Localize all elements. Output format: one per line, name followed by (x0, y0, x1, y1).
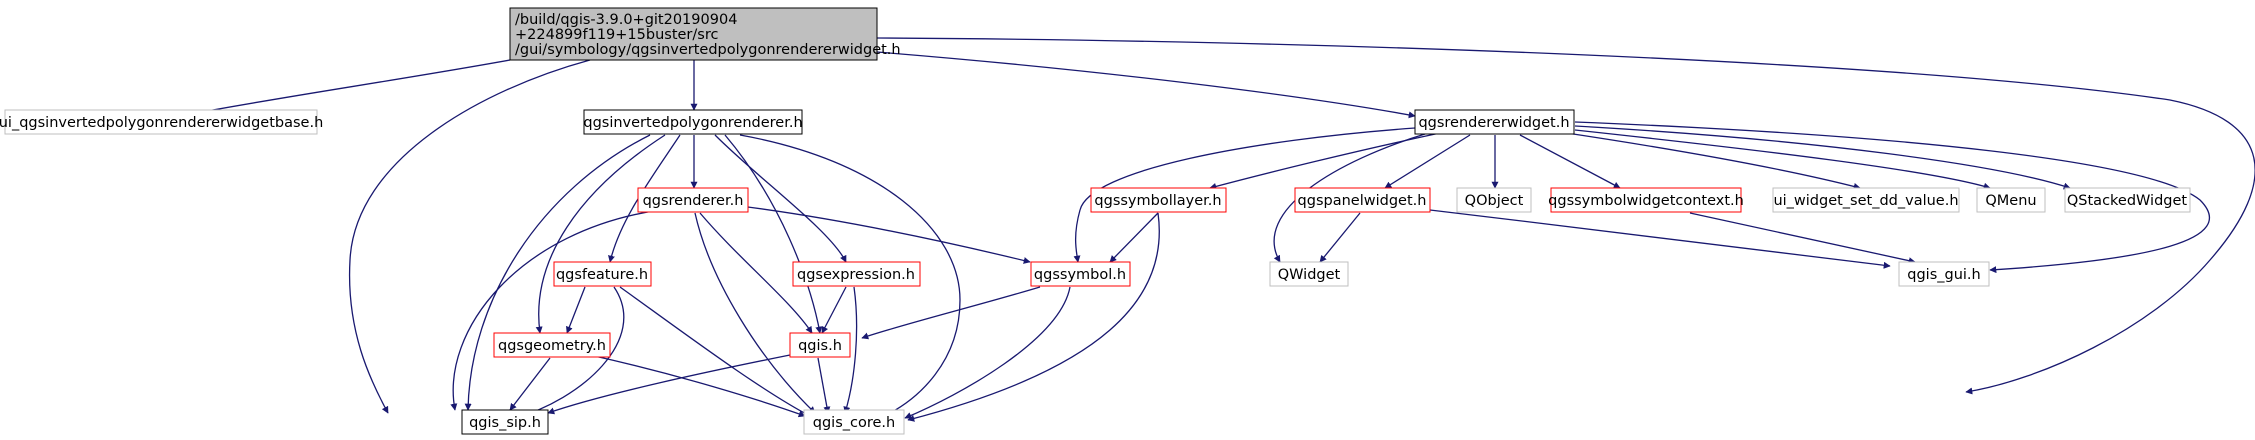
node-ui-widget-set-dd-value-label: ui_widget_set_dd_value.h (1773, 193, 1958, 209)
node-qgspanelwidget[interactable]: qgspanelwidget.h (1294, 187, 1431, 213)
edge-qgsrenderer-to-qgis (699, 212, 813, 334)
edges (169, 37, 2255, 422)
node-qmenu-label: QMenu (1985, 193, 2036, 209)
node-qgis-sip[interactable]: qgis_sip.h (461, 409, 549, 435)
node-root-line-3: /gui/symbology/qgsinvertedpolygonrendere… (515, 42, 901, 58)
node-qgsrenderer-label: qgsrenderer.h (643, 193, 744, 209)
nodes: /build/qgis-3.9.0+git20190904 +224899f11… (0, 7, 2191, 435)
edge-qgsrenderer-to-qgssymbol (739, 205, 1031, 264)
edge-root-to-qgis-gui (876, 37, 2255, 395)
node-qgis-gui[interactable]: qgis_gui.h (1898, 261, 1990, 287)
node-inv-renderer-label: qgsinvertedpolygonrenderer.h (583, 115, 802, 131)
edge-qgsgeometry-to-qgis-core (589, 354, 806, 418)
edge-qgsrenderer-to-qgis-sip (450, 209, 661, 411)
edge-rw-to-ui-widget-set-dd-value (1559, 131, 1861, 190)
node-qgssymbollayer-label: qgssymbollayer.h (1094, 193, 1221, 209)
node-renderer-widget-label: qgsrendererwidget.h (1418, 115, 1569, 131)
node-qgis-label: qgis.h (798, 338, 842, 354)
node-qwidget-label: QWidget (1278, 267, 1341, 283)
node-qgssymbollayer[interactable]: qgssymbollayer.h (1090, 187, 1227, 213)
edge-qgspanelwidget-to-qgis-gui (1429, 209, 1891, 269)
edge-root-to-ui-base (169, 59, 511, 121)
edge-qgssymbol-to-qgis-core (904, 286, 1071, 419)
node-qgssymbolwidgetcontext[interactable]: qgssymbolwidgetcontext.h (1548, 187, 1744, 213)
node-ui-base[interactable]: ui_qgsinvertedpolygonrendererwidgetbase.… (0, 109, 323, 135)
node-qgis-sip-label: qgis_sip.h (469, 415, 541, 431)
edge-root-to-renderer-widget (876, 51, 1416, 119)
node-qgsgeometry[interactable]: qgsgeometry.h (493, 332, 611, 358)
edge-rw-to-qgis-gui (1574, 121, 2211, 274)
edge-qgsgeometry-to-qgis-sip (509, 357, 551, 411)
node-ui-widget-set-dd-value[interactable]: ui_widget_set_dd_value.h (1772, 187, 1960, 213)
edge-qgssymbollayer-to-qgssymbol (1109, 212, 1159, 263)
node-qgsgeometry-label: qgsgeometry.h (498, 338, 606, 354)
edge-root-to-qgis-sip (348, 59, 591, 414)
node-qwidget[interactable]: QWidget (1269, 261, 1349, 287)
edge-inv-to-qgis-sip (464, 134, 651, 411)
node-renderer-widget[interactable]: qgsrendererwidget.h (1414, 109, 1575, 135)
edge-inv-to-qgis (724, 134, 823, 334)
edge-inv-to-qgsexpression (714, 134, 847, 263)
node-qmenu[interactable]: QMenu (1976, 187, 2046, 213)
edge-inv-to-qgsgeometry (535, 134, 666, 334)
edge-qgsfeature-to-qgis-core (619, 286, 811, 417)
edge-rw-to-qmenu (1574, 129, 1991, 190)
node-root-line-1: /build/qgis-3.9.0+git20190904 (515, 12, 737, 28)
node-qobject[interactable]: QObject (1456, 187, 1532, 213)
edge-qgssymbol-to-qgis (861, 286, 1041, 340)
edge-rw-to-qgspanelwidget (1384, 134, 1471, 189)
edge-qgsexpression-to-qgis-core (843, 286, 858, 414)
node-qgis-core[interactable]: qgis_core.h (803, 409, 905, 435)
edge-rw-to-qgssymbol (1073, 127, 1416, 263)
edge-rw-to-qgssymbollayer (1209, 132, 1441, 190)
node-qgssymbol[interactable]: qgssymbol.h (1030, 261, 1131, 287)
node-qgis-core-label: qgis_core.h (813, 415, 895, 431)
node-qgis-gui-label: qgis_gui.h (1907, 267, 1980, 283)
node-root[interactable]: /build/qgis-3.9.0+git20190904 +224899f11… (509, 7, 901, 61)
node-ui-base-label: ui_qgsinvertedpolygonrendererwidgetbase.… (0, 115, 323, 131)
edge-qgspanelwidget-to-qwidget (1319, 212, 1361, 263)
node-qgsrenderer[interactable]: qgsrenderer.h (637, 187, 749, 213)
node-root-line-2: +224899f119+15buster/src (515, 27, 718, 43)
node-qgspanelwidget-label: qgspanelwidget.h (1298, 193, 1427, 209)
edge-qgsrenderer-to-qgis-core (694, 212, 816, 414)
edge-qgssymbollayer-to-qgis-core (907, 212, 1160, 422)
edge-qgsfeature-to-qgsgeometry (566, 286, 586, 334)
node-qgis[interactable]: qgis.h (789, 332, 851, 358)
node-qgsfeature[interactable]: qgsfeature.h (553, 261, 652, 287)
edge-inv-to-qgis-core (739, 134, 961, 419)
node-qstackedwidget[interactable]: QStackedWidget (2064, 187, 2191, 213)
edge-qgis-to-qgis-sip (547, 354, 791, 415)
node-qobject-label: QObject (1465, 193, 1524, 209)
edge-qgis-to-qgis-core (817, 357, 831, 414)
edge-rw-to-qgssymbolwidgetcontext (1519, 134, 1621, 189)
node-qgssymbol-label: qgssymbol.h (1034, 267, 1126, 283)
node-qgssymbolwidgetcontext-label: qgssymbolwidgetcontext.h (1548, 193, 1744, 209)
node-qgsfeature-label: qgsfeature.h (556, 267, 648, 283)
node-qgsexpression[interactable]: qgsexpression.h (792, 261, 921, 287)
edge-qgsexpression-to-qgis (821, 286, 847, 334)
node-inv-renderer[interactable]: qgsinvertedpolygonrenderer.h (583, 109, 803, 135)
edge-rw-to-qstackedwidget (1574, 125, 2071, 190)
edge-qgssymbolwidgetcontext-to-qgis-gui (1689, 212, 1916, 265)
node-qstackedwidget-label: QStackedWidget (2067, 193, 2188, 209)
node-qgsexpression-label: qgsexpression.h (797, 267, 915, 283)
